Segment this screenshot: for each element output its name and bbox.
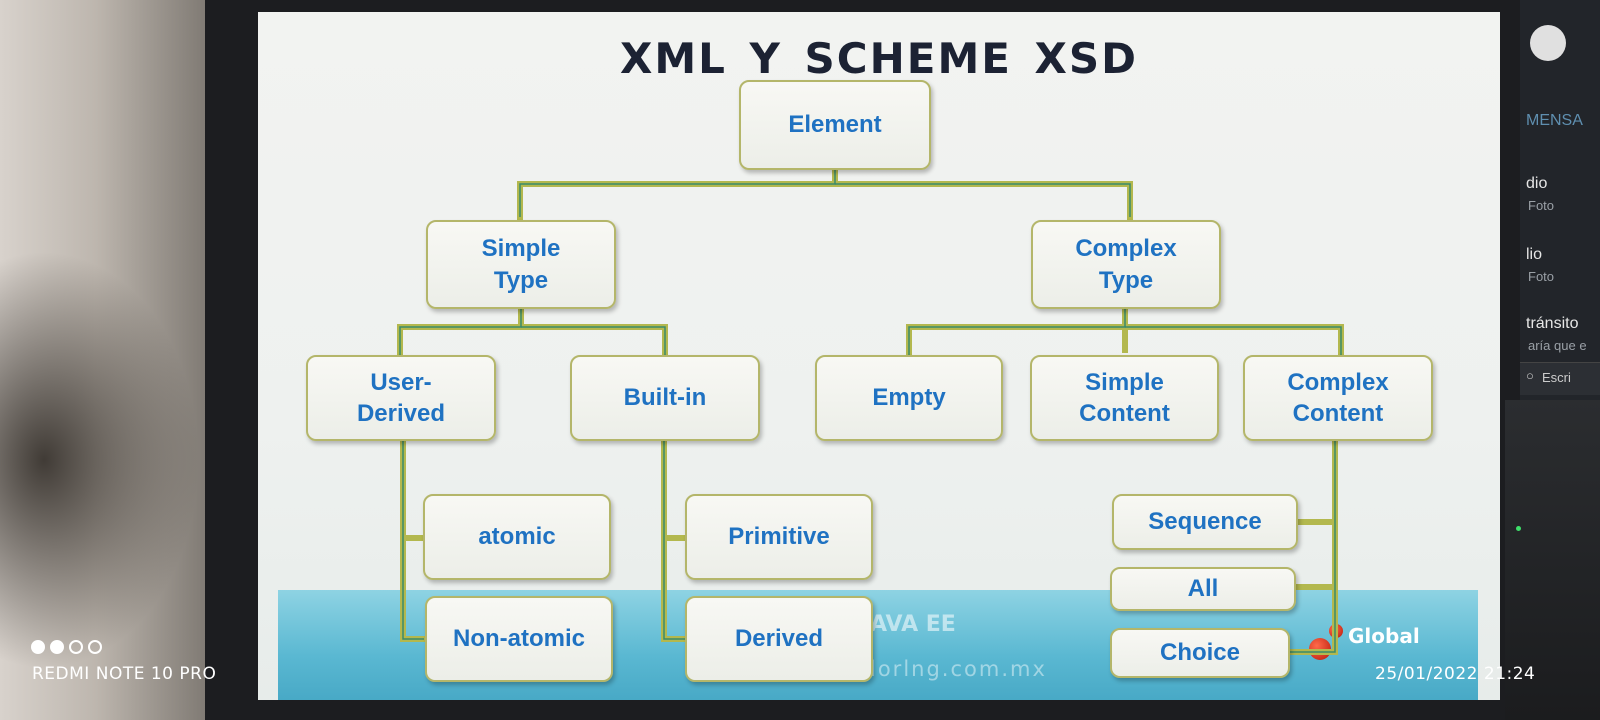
node-element: Element xyxy=(739,80,931,170)
slide-title: XML Y SCHEME XSD xyxy=(619,34,1139,83)
node-sequence: Sequence xyxy=(1112,494,1298,550)
side-chat-panel: MENSA dio Foto lio Foto tránsito aría qu… xyxy=(1520,0,1600,400)
connector-element-right xyxy=(832,181,1133,220)
people-icon[interactable] xyxy=(1530,25,1566,61)
node-user-derived: User- Derived xyxy=(306,355,496,441)
power-led xyxy=(1516,526,1521,531)
node-choice: Choice xyxy=(1110,628,1290,678)
connector-element xyxy=(517,167,838,220)
connector-simple-type-right xyxy=(518,324,668,360)
message-icon: ○ xyxy=(1526,368,1534,383)
chat-item-subtitle: Foto xyxy=(1528,198,1555,213)
chat-item-subtitle: Foto xyxy=(1528,269,1555,284)
node-simple-content: Simple Content xyxy=(1030,355,1219,441)
chat-item-title[interactable]: dio xyxy=(1526,175,1548,192)
brand-name: Global xyxy=(1348,624,1420,648)
node-all: All xyxy=(1110,567,1296,611)
projected-slide: AVA EE lorlng.com.mx Global XML Y SCHEME… xyxy=(258,12,1500,700)
watermark-text: AVA EE xyxy=(870,612,956,637)
message-input-placeholder: Escri xyxy=(1542,370,1571,385)
connector-simple-type xyxy=(397,306,524,360)
node-derived: Derived xyxy=(685,596,873,682)
watermark-url: lorlng.com.mx xyxy=(870,657,1047,681)
node-complex-type: Complex Type xyxy=(1031,220,1221,309)
node-primitive: Primitive xyxy=(685,494,873,580)
background-shadow xyxy=(0,250,200,670)
node-empty: Empty xyxy=(815,355,1003,441)
node-atomic: atomic xyxy=(423,494,611,580)
monitor-side xyxy=(1505,400,1600,720)
chat-item-subtitle: aría que e xyxy=(1528,338,1587,353)
connector-complex-type xyxy=(906,306,1128,360)
chat-item-title[interactable]: tránsito xyxy=(1526,315,1579,332)
chat-item-title[interactable]: lio xyxy=(1526,246,1543,263)
connector-complex-type-right xyxy=(1122,324,1344,360)
node-simple-type: Simple Type xyxy=(426,220,616,309)
camera-watermark: REDMI NOTE 10 PRO xyxy=(32,664,217,684)
camera-mode-dots xyxy=(31,640,107,659)
node-complex-content: Complex Content xyxy=(1243,355,1433,441)
connector-complex-content xyxy=(1287,437,1338,655)
message-input[interactable]: ○ Escri xyxy=(1520,362,1600,395)
photo-timestamp: 25/01/2022 21:24 xyxy=(1375,664,1536,684)
tree-connectors xyxy=(397,167,1344,655)
panel-header: MENSA xyxy=(1526,112,1583,129)
node-non-atomic: Non-atomic xyxy=(425,596,613,682)
node-built-in: Built-in xyxy=(570,355,760,441)
